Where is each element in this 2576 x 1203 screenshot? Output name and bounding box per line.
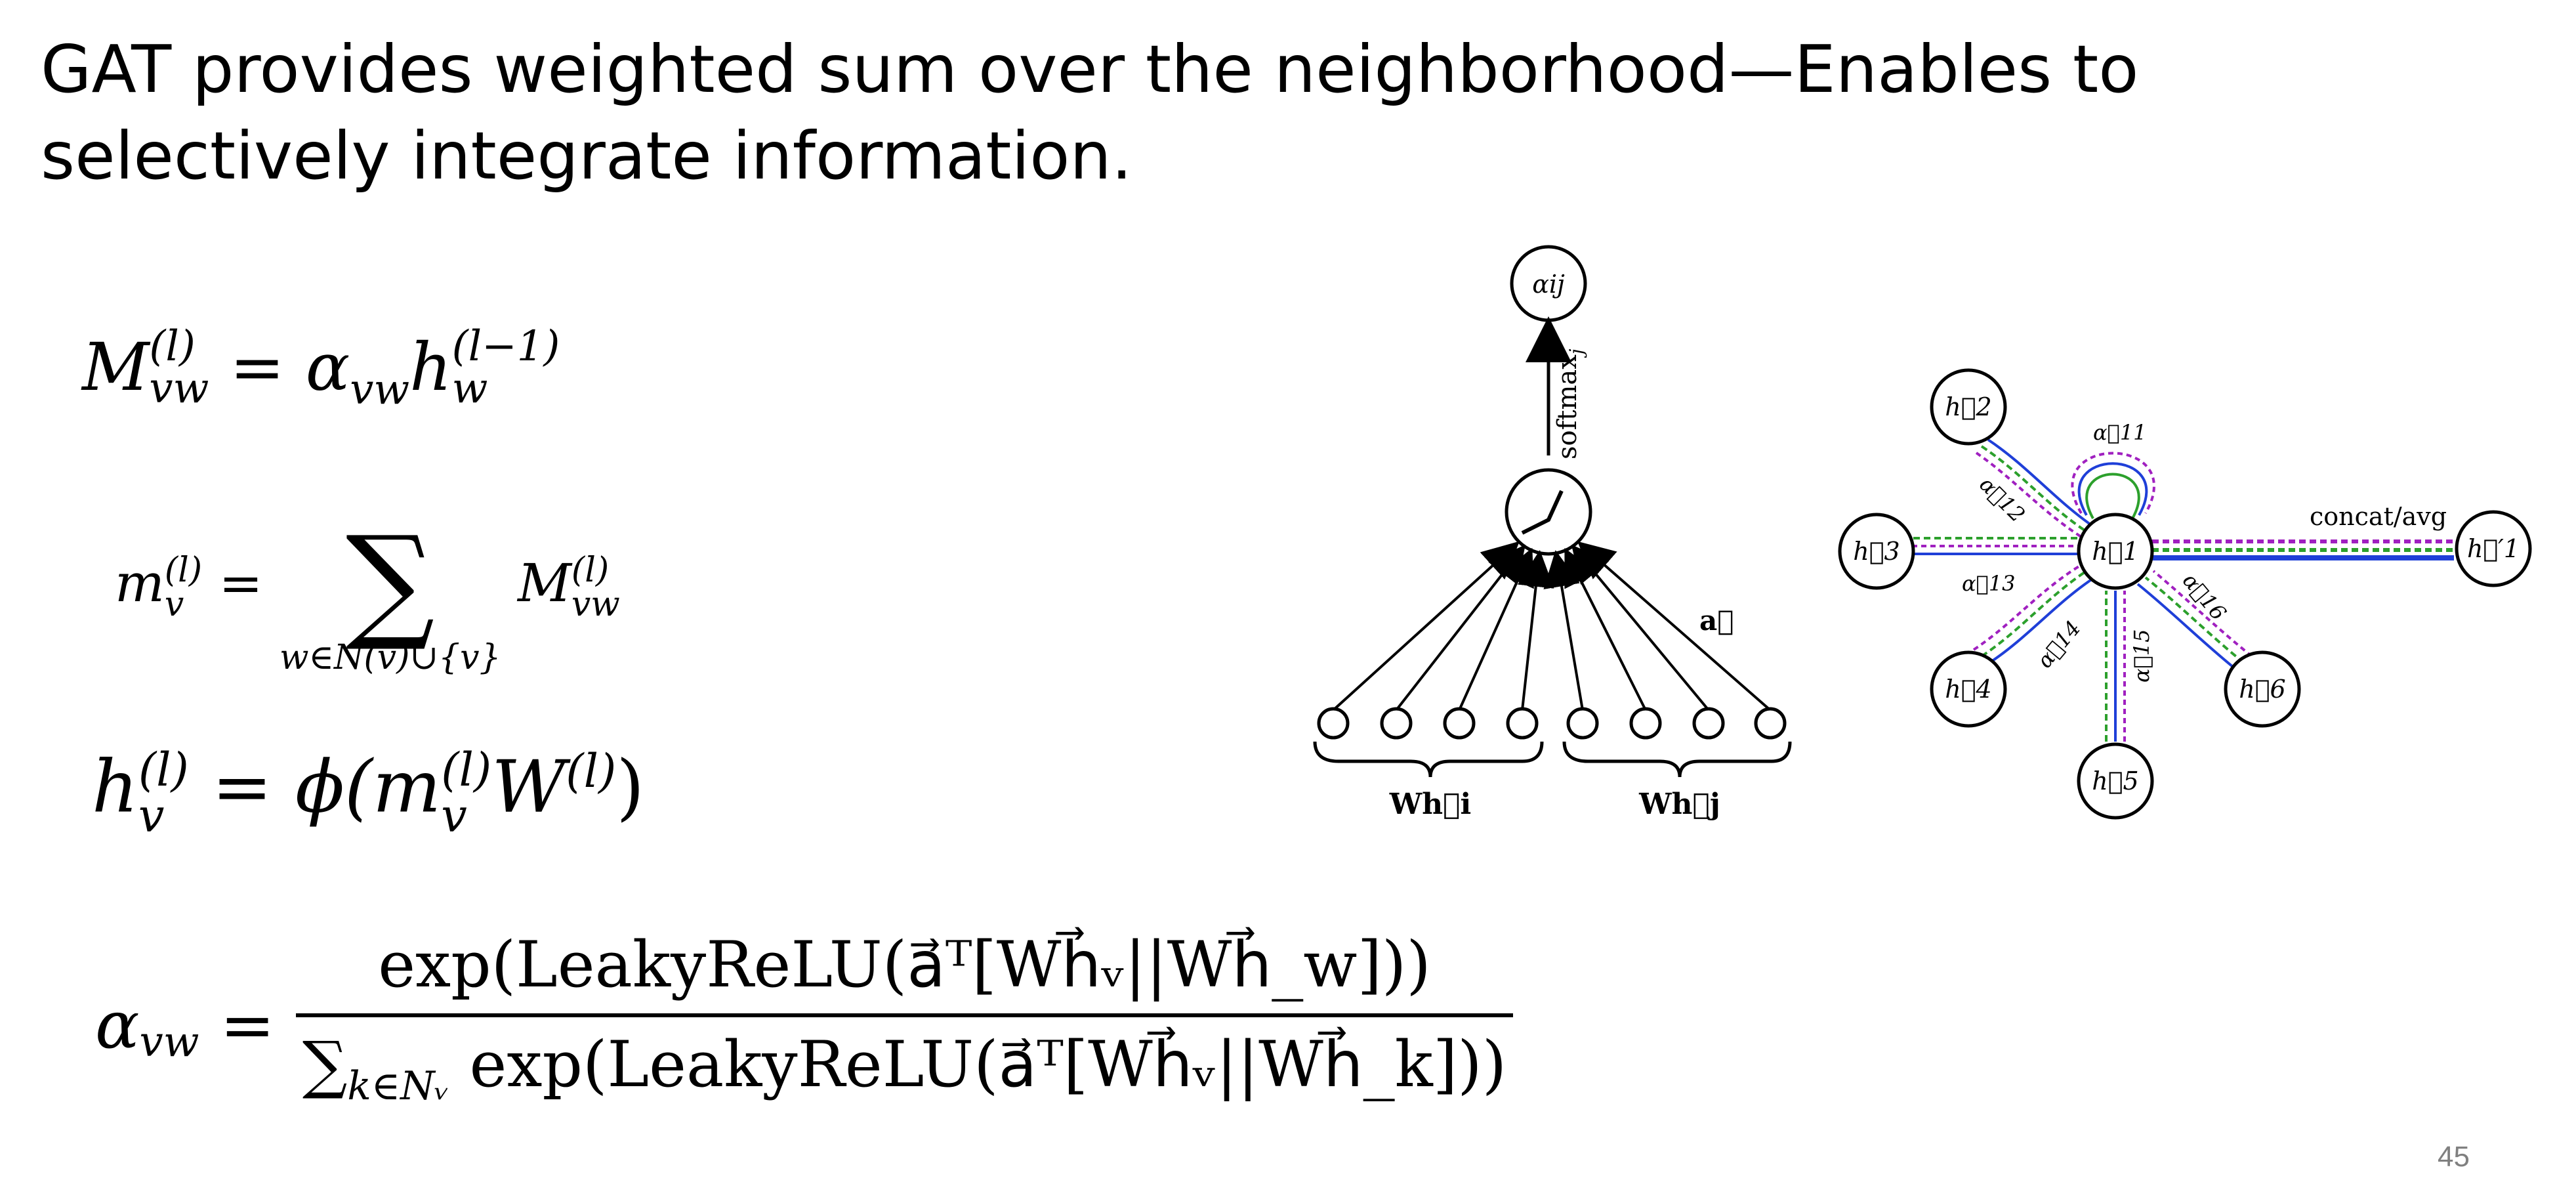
eq3-close: ) [616,744,645,829]
eq3-h-sup: (l) [138,742,189,797]
eq2-M-sup: (l) [571,551,610,590]
node-h3 [1838,513,1915,590]
attention-edges [1903,438,2454,742]
eq1-lhs: M [82,329,150,406]
node-h6-label: h⃗6 [2239,675,2285,704]
output-node-label: h⃗′1 [2467,534,2520,563]
eq3-h-sub: v [138,788,165,843]
node-h2 [1930,368,2007,446]
node-h5-label: h⃗5 [2092,767,2138,795]
eq1-h-sup: (l−1) [451,322,560,371]
eq3-W-sup: (l) [566,744,617,798]
eq2-lhs: m [115,553,165,614]
left-group-label: Wh⃗i [1389,788,1472,821]
node-h4-label: h⃗4 [1945,675,1991,704]
multihead-attention-diagram: h⃗1 h⃗2 h⃗3 h⃗4 h⃗5 h⃗6 h⃗′1 concat/avg … [1838,368,2532,820]
eq4-fraction: exp(LeakyReLU(a⃗ᵀ[Wh⃗ᵥ||Wh⃗_w])) ∑k∈Nᵥ e… [295,925,1514,1126]
eq3-W: W [491,744,566,829]
attention-mechanism-diagram: αij softmaxj a⃗ Wh⃗i Wh⃗j [1313,245,1792,821]
center-node [2077,513,2154,590]
eq3-rhs: = ϕ(m [211,744,442,829]
eq2-equals: = [218,553,263,614]
edge-label-15: α⃗15 [2129,629,2154,683]
eq2-M: M [518,553,571,614]
eq4-lhs: α [95,986,140,1064]
activation-node [1505,468,1592,556]
node-h6 [2224,650,2301,728]
eq1-h-sub: w [451,364,488,413]
vector-a-label: a⃗ [1699,604,1734,637]
eq1-alpha-sub: vw [350,366,410,414]
center-node-label: h⃗1 [2092,537,2138,566]
edge-label-13: α⃗13 [1962,571,2016,596]
eq2-sum: ∑ [345,509,435,654]
equation-aggregate: m(l)v = ∑w∈N(v)∪{v} M(l)vw [115,509,620,678]
eq4-equals: = [220,986,276,1064]
node-h5 [2077,742,2154,820]
input-edges [1332,541,1772,711]
node-h4 [1930,650,2007,728]
edge-label-12: α⃗12 [1974,472,2030,528]
eq3-m-sub: v [441,788,467,843]
equation-attention: αvw = exp(LeakyReLU(a⃗ᵀ[Wh⃗ᵥ||Wh⃗_w])) ∑… [95,925,1514,1126]
alpha-node-label: αij [1532,270,1565,299]
eq4-den-sum: ∑ [302,1028,348,1101]
node-h3-label: h⃗3 [1853,537,1900,566]
page-number: 45 [2438,1141,2470,1173]
concat-avg-label: concat/avg [2310,502,2447,531]
right-brace [1562,741,1792,778]
input-nodes [1317,707,1787,740]
slide-title: GAT provides weighted sum over the neigh… [41,31,2139,194]
eq4-numerator: exp(LeakyReLU(a⃗ᵀ[Wh⃗ᵥ||Wh⃗_w])) [295,925,1514,1017]
eq2-sum-sub: w∈N(v)∪{v} [279,638,501,677]
eq4-lhs-sub: vw [139,1018,199,1067]
right-group-label: Wh⃗j [1638,788,1720,821]
edge-label-14: α⃗14 [2032,616,2086,673]
output-node [2455,510,2532,587]
eq1-lhs-sub: vw [149,364,209,413]
node-h2-label: h⃗2 [1945,392,1991,421]
eq4-denominator: exp(LeakyReLU(a⃗ᵀ[Wh⃗ᵥ||Wh⃗_k])) [469,1028,1507,1101]
eq1-alpha: α [305,329,350,406]
edge-label-16: α⃗16 [2178,568,2232,625]
eq2-lhs-sup: (l) [164,551,203,590]
eq1-lhs-sup: (l) [149,322,196,371]
left-brace [1313,741,1544,778]
leaky-relu-icon [1521,490,1564,535]
eq3-m-sup: (l) [441,742,492,797]
edge-label-11: α⃗11 [2093,420,2147,445]
eq2-M-sub: vw [571,585,620,624]
softmax-label: softmaxj [1552,348,1587,459]
equation-message: M(l)vw = αvwh(l−1)w [82,322,560,429]
eq1-h: h [409,329,452,406]
eq4-den-sub: k∈Nᵥ [347,1063,450,1110]
eq3-h: h [92,744,138,829]
eq2-lhs-sub: v [164,585,184,624]
eq1-equals: = [230,329,285,406]
